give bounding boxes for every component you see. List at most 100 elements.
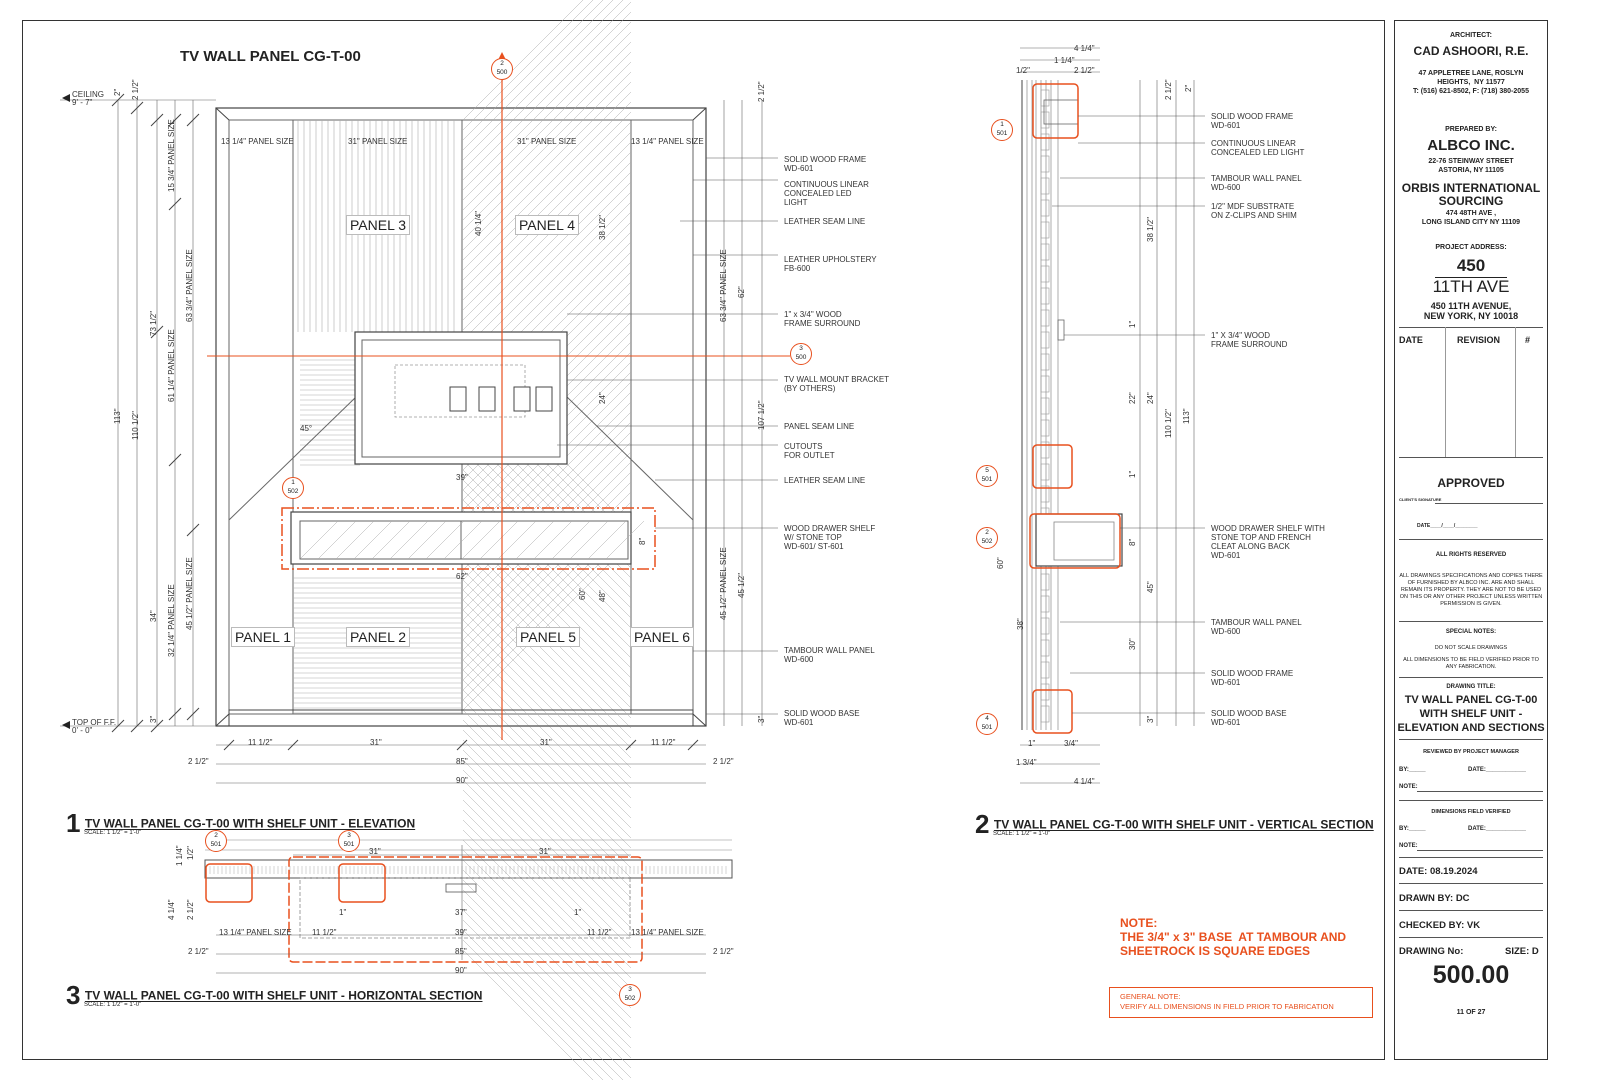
hatch-line <box>462 11 632 181</box>
callout-label: WOOD DRAWER SHELF WITH STONE TOP AND FRE… <box>1211 524 1325 560</box>
detail-highlight <box>1032 689 1073 734</box>
z-clip <box>1040 573 1050 591</box>
dim-label: 3/4" <box>1064 739 1078 748</box>
verified-note-field[interactable]: NOTE: <box>1399 843 1418 849</box>
view-title-elevation: 1 TV WALL PANEL CG-T-00 WITH SHELF UNIT … <box>66 808 416 838</box>
callout-label: 1/2" MDF SUBSTRATE ON Z-CLIPS AND SHIM <box>1211 202 1297 220</box>
dim-label: 11 1/2" <box>651 738 676 747</box>
dim-label: 31" <box>370 738 382 747</box>
hatch-line <box>462 789 632 959</box>
hatch-line <box>462 539 632 709</box>
hatch-line <box>462 101 632 271</box>
hatch-line <box>462 839 632 1009</box>
drawing-no-label: DRAWING No: <box>1399 946 1464 957</box>
wall-panel-inner <box>228 119 694 715</box>
dim-label: 3" <box>757 715 766 723</box>
detail-highlight <box>1029 513 1121 569</box>
hatch-line <box>462 91 632 261</box>
ceiling-marker-icon <box>62 94 70 102</box>
hatch-line <box>462 949 594 1080</box>
prepared-address: 22-76 STEINWAY STREET ASTORIA, NY 11105 <box>1428 158 1514 174</box>
z-clip <box>1040 177 1050 195</box>
hatch-line <box>462 0 624 161</box>
z-clip <box>1040 419 1050 437</box>
dim-label: 4 1/4" <box>167 899 176 920</box>
dim-label: 38 1/2" <box>1146 216 1155 242</box>
drawing-sheet-border <box>22 20 1385 1060</box>
hatch-line <box>462 669 632 839</box>
verified-by-field[interactable]: BY:_____ <box>1399 826 1426 832</box>
dimension-tick <box>150 325 164 339</box>
signature-line <box>1435 503 1543 504</box>
callout-label: TAMBOUR WALL PANEL WD-600 <box>784 646 875 664</box>
hatch-line <box>462 541 632 711</box>
frame-corner <box>692 107 707 121</box>
hatch-line <box>462 41 632 211</box>
dim-label: 40 1/4" <box>474 210 483 236</box>
z-clip <box>1040 89 1050 107</box>
ceiling-value: 9' - 7" <box>72 98 93 107</box>
dim-label: 38" <box>1016 618 1025 630</box>
dim-label: 37" <box>455 908 467 917</box>
callout-label: WOOD DRAWER SHELF W/ STONE TOP WD-601/ S… <box>784 524 876 551</box>
divider <box>1399 457 1543 458</box>
dim-label: 63 3/4" PANEL SIZE <box>719 249 728 322</box>
hatch-line <box>462 769 632 939</box>
panel-label: PANEL 6 <box>630 627 695 647</box>
detail-highlight <box>1032 83 1079 139</box>
z-clip <box>1040 331 1050 349</box>
dim-label: 13 1/4" PANEL SIZE <box>631 928 704 937</box>
hatch-line <box>587 520 627 560</box>
prepared-label: PREPARED BY: <box>1445 126 1497 133</box>
hatch-line <box>551 520 591 560</box>
dim-label: 24" <box>1146 392 1155 404</box>
hatch-line <box>353 520 393 560</box>
approved-date-line: DATE____/____/________ <box>1417 523 1478 529</box>
rev-col-divider <box>1515 327 1516 457</box>
divider <box>1399 800 1543 801</box>
title-block: ARCHITECT: CAD ASHOORI, R.E. 47 APPLETRE… <box>1394 20 1548 1060</box>
tv-frame-inner <box>361 339 561 458</box>
outlet-cutout <box>478 386 496 412</box>
dim-label: 13 1/4" PANEL SIZE <box>219 928 292 937</box>
callout-label: SOLID WOOD FRAME WD-601 <box>784 155 867 173</box>
reviewed-by-field[interactable]: BY:_____ <box>1399 767 1426 773</box>
panel-label: PANEL 1 <box>231 627 296 647</box>
callout-label: SOLID WOOD BASE WD-601 <box>784 709 860 727</box>
verified-date-field[interactable]: DATE:____________ <box>1468 826 1526 832</box>
dim-label: 45 1/2" PANEL SIZE <box>185 557 194 630</box>
hatch-line <box>462 481 632 651</box>
dim-label: 107 1/2" <box>757 400 766 430</box>
outlet-cutout <box>449 386 467 412</box>
dim-label: 90" <box>455 966 467 975</box>
drawing-date: DATE: 08.19.2024 <box>1399 866 1478 877</box>
hatch-line <box>462 659 632 829</box>
checked-by: CHECKED BY: VK <box>1399 920 1481 931</box>
dim-label: 113" <box>1182 408 1191 424</box>
divider <box>1399 857 1543 858</box>
dim-label: 11 1/2" <box>587 928 612 937</box>
reviewed-note-field[interactable]: NOTE: <box>1399 784 1418 790</box>
hatch-line <box>462 589 632 759</box>
hatch-line <box>569 520 609 560</box>
view-title-horizontal-section: 3 TV WALL PANEL CG-T-00 WITH SHELF UNIT … <box>66 980 483 1010</box>
project-divider <box>1435 277 1507 278</box>
dim-label: 113" <box>113 408 122 424</box>
project-label: PROJECT ADDRESS: <box>1435 244 1507 251</box>
dim-label: 38 1/2" <box>598 214 607 240</box>
z-clip <box>1040 353 1050 371</box>
reviewed-date-field[interactable]: DATE:____________ <box>1468 767 1526 773</box>
hatch-line <box>462 81 632 251</box>
rev-number-header: # <box>1525 335 1531 345</box>
